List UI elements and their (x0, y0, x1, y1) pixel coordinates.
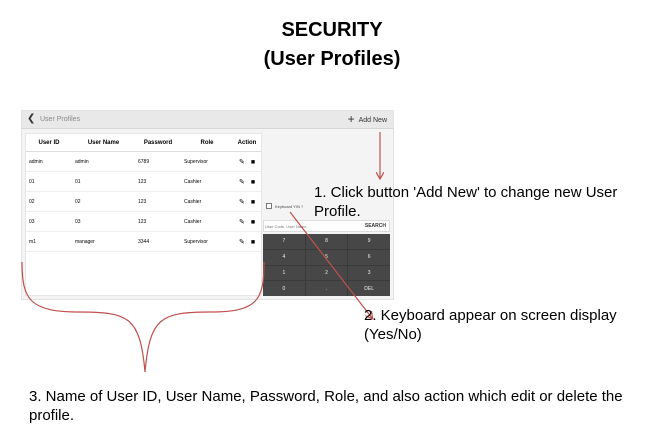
page-title: SECURITY (281, 19, 383, 41)
key-5[interactable]: 5 (305, 249, 348, 265)
table-row[interactable]: 03 03 123 Cashier ✎■ (26, 211, 261, 232)
keyboard-toggle[interactable]: Keyboard Y/N ? (266, 203, 303, 210)
delete-trash-icon[interactable]: ■ (250, 158, 256, 166)
cell-action: ✎■ (233, 191, 261, 212)
add-new-label: Add New (358, 117, 387, 124)
search-input[interactable] (265, 222, 357, 230)
add-new-button[interactable]: +Add New (348, 113, 387, 125)
app-screenshot: ❮ User Profiles +Add New User ID User Na… (21, 110, 394, 300)
cell-password: 123 (135, 191, 181, 212)
key-3[interactable]: 3 (348, 265, 390, 281)
edit-pencil-icon[interactable]: ✎ (238, 158, 245, 166)
table-row[interactable]: 01 01 123 Cashier ✎■ (26, 171, 261, 192)
column-header-role: Role (181, 134, 233, 152)
page-subtitle: (User Profiles) (263, 48, 401, 70)
numeric-keypad: 7 8 9 4 5 6 1 2 3 0 . DEL (263, 234, 390, 296)
cell-user-name: 02 (72, 191, 135, 212)
cell-action: ✎■ (233, 211, 261, 232)
delete-trash-icon[interactable]: ■ (250, 178, 256, 186)
column-header-user-id: User ID (26, 134, 72, 152)
keyboard-toggle-label: Keyboard Y/N ? (275, 204, 304, 209)
table-row[interactable]: admin admin 6789 Supervisor ✎■ (26, 151, 261, 172)
back-arrow-icon[interactable]: ❮ (27, 113, 36, 124)
cell-user-name: admin (72, 151, 135, 172)
cell-action: ✎■ (233, 231, 261, 252)
cell-action: ✎■ (233, 171, 261, 192)
user-profiles-table-card: User ID User Name Password Role Action a… (25, 133, 262, 296)
app-title: User Profiles (40, 116, 81, 123)
delete-trash-icon[interactable]: ■ (250, 218, 256, 226)
column-header-action: Action (233, 134, 261, 152)
cell-user-id: 03 (26, 211, 72, 232)
cell-user-id: 02 (26, 191, 72, 212)
cell-role: Cashier (181, 171, 233, 192)
cell-password: 6789 (135, 151, 181, 172)
cell-role: Cashier (181, 211, 233, 232)
key-decimal[interactable]: . (305, 281, 348, 296)
key-6[interactable]: 6 (348, 249, 390, 265)
edit-pencil-icon[interactable]: ✎ (238, 178, 245, 186)
table-row[interactable]: 02 02 123 Cashier ✎■ (26, 191, 261, 212)
checkbox-icon[interactable] (266, 203, 272, 209)
cell-user-name: 03 (72, 211, 135, 232)
user-profiles-table: User ID User Name Password Role Action a… (26, 134, 261, 252)
cell-user-id: m1 (26, 231, 72, 252)
table-row[interactable]: m1 manager 3344 Supervisor ✎■ (26, 231, 261, 252)
brace-table (21, 261, 265, 373)
annotation-keyboard: 2. Keyboard appear on screen display (Ye… (364, 307, 617, 343)
cell-password: 3344 (135, 231, 181, 252)
key-delete[interactable]: DEL (348, 281, 390, 296)
edit-pencil-icon[interactable]: ✎ (238, 218, 245, 226)
arrow-keyboard (289, 211, 372, 318)
cell-user-id: 01 (26, 171, 72, 192)
column-header-password: Password (135, 134, 181, 152)
cell-action: ✎■ (233, 151, 261, 172)
key-0[interactable]: 0 (263, 281, 305, 296)
key-9[interactable]: 9 (348, 234, 390, 249)
delete-trash-icon[interactable]: ■ (250, 198, 256, 206)
keyboard-panel: Keyboard Y/N ? SEARCH 7 8 9 4 5 6 1 2 3 … (263, 203, 390, 297)
plus-icon: + (347, 112, 355, 126)
key-4[interactable]: 4 (263, 249, 305, 265)
cell-role: Supervisor (181, 151, 233, 172)
search-bar: SEARCH (263, 220, 390, 232)
app-header: ❮ User Profiles +Add New (22, 111, 393, 129)
edit-pencil-icon[interactable]: ✎ (238, 198, 245, 206)
annotation-add-new: 1. Click button 'Add New' to change new … (314, 184, 618, 220)
annotation-table-columns: 3. Name of User ID, User Name, Password,… (29, 388, 623, 424)
key-1[interactable]: 1 (263, 265, 305, 281)
search-button[interactable]: SEARCH (364, 223, 386, 229)
cell-user-id: admin (26, 151, 72, 172)
cell-role: Supervisor (181, 231, 233, 252)
cell-user-name: manager (72, 231, 135, 252)
edit-pencil-icon[interactable]: ✎ (238, 238, 245, 246)
key-7[interactable]: 7 (263, 234, 305, 249)
cell-role: Cashier (181, 191, 233, 212)
table-header-row: User ID User Name Password Role Action (26, 134, 261, 152)
cell-password: 123 (135, 171, 181, 192)
key-2[interactable]: 2 (305, 265, 348, 281)
cell-user-name: 01 (72, 171, 135, 192)
cell-password: 123 (135, 211, 181, 232)
column-header-user-name: User Name (72, 134, 135, 152)
delete-trash-icon[interactable]: ■ (250, 238, 256, 246)
